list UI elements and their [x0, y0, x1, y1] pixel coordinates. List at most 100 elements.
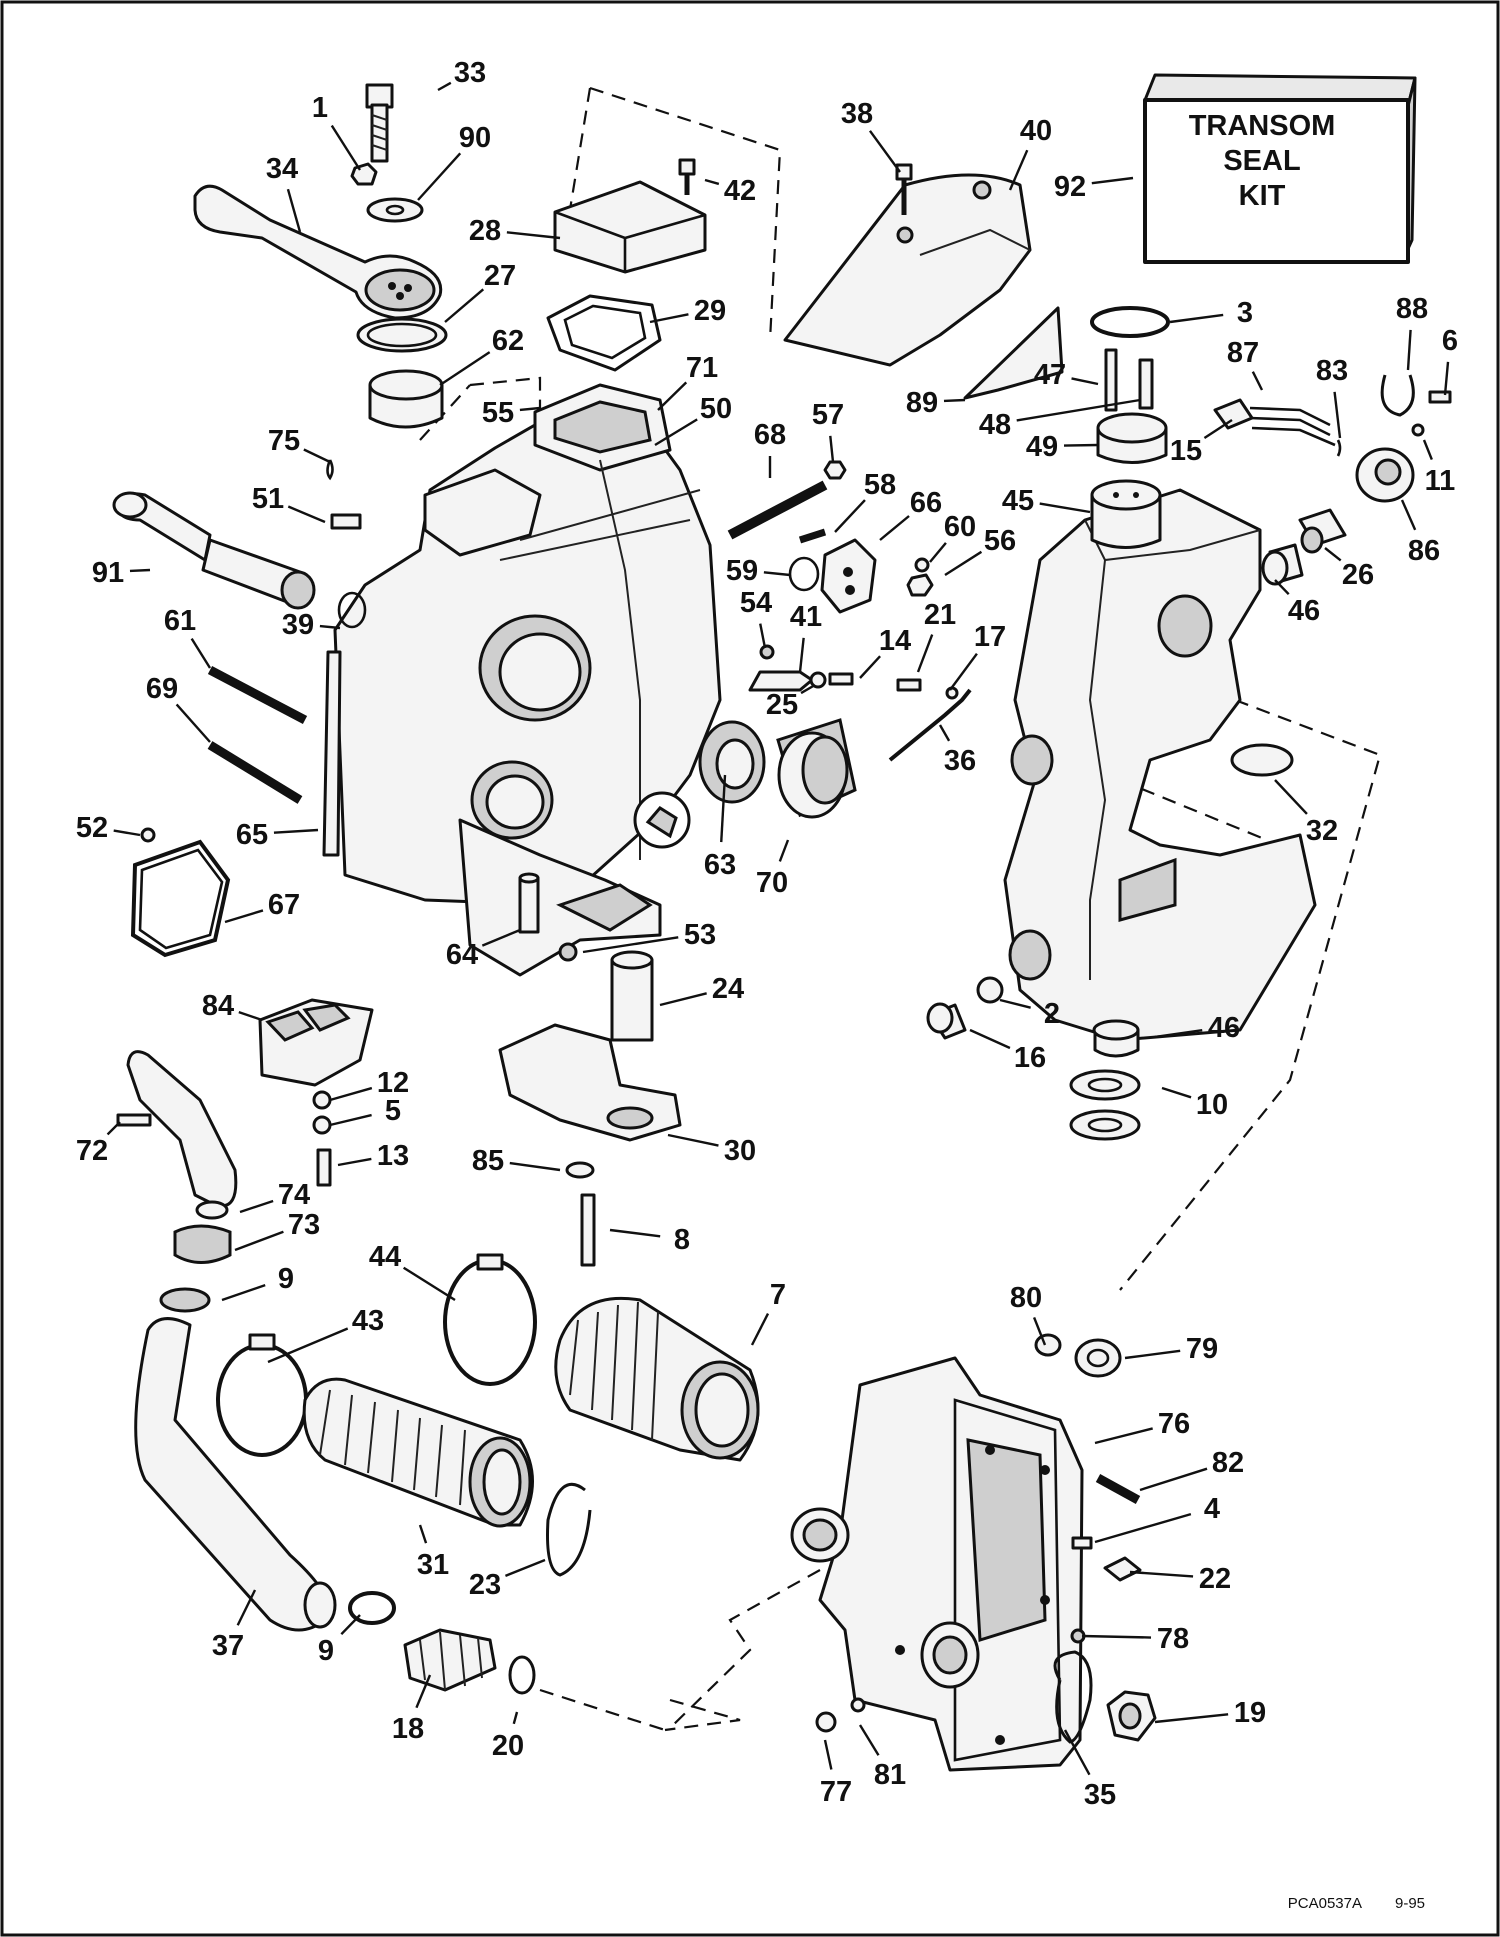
leader-line: [659, 992, 707, 1007]
callout-number: 73: [288, 1209, 320, 1241]
callout-number: 3: [1237, 297, 1253, 329]
callout-number: 84: [202, 990, 234, 1022]
leader-line: [1139, 1467, 1208, 1492]
callout-number: 38: [841, 98, 873, 130]
leader-line: [929, 542, 947, 563]
callout-number: 52: [76, 812, 108, 844]
leader-line: [481, 928, 521, 947]
leader-line: [879, 515, 910, 541]
callout-26: 26: [1324, 547, 1374, 591]
callout-number: 55: [482, 397, 514, 429]
callout-49: 49: [1026, 431, 1099, 463]
callout-number: 35: [1084, 1779, 1116, 1811]
top-cover-and-gasket: [546, 158, 707, 372]
callout-87: 87: [1227, 337, 1264, 391]
callout-number: 45: [1002, 485, 1034, 517]
callout-number: 27: [484, 260, 516, 292]
callout-number: 50: [700, 393, 732, 425]
callout-number: 9: [278, 1263, 294, 1295]
left-side-hardware: [112, 459, 367, 958]
leader-line: [1422, 439, 1433, 461]
leader-line: [319, 624, 341, 630]
leader-line: [823, 1739, 833, 1770]
callout-86: 86: [1400, 499, 1440, 567]
bell-housing: [790, 1356, 1084, 1772]
callout-number: 11: [1425, 465, 1456, 497]
callout-88: 88: [1396, 293, 1428, 371]
leader-line: [439, 351, 491, 387]
callout-80: 80: [1010, 1282, 1047, 1346]
leader-line: [969, 1028, 1011, 1050]
callout-number: 14: [879, 625, 911, 657]
leader-line: [509, 1161, 561, 1172]
callout-number: 2: [1044, 998, 1060, 1030]
callout-19: 19: [1154, 1697, 1266, 1729]
leader-line: [1154, 1028, 1203, 1039]
callout-number: 28: [469, 215, 501, 247]
callout-20: 20: [492, 1711, 524, 1762]
callout-28: 28: [469, 215, 561, 247]
callout-82: 82: [1139, 1447, 1244, 1492]
leader-line: [654, 418, 698, 447]
callout-number: 32: [1306, 815, 1338, 847]
callout-number: 49: [1026, 431, 1058, 463]
leader-line: [402, 1266, 456, 1302]
callout-number: 71: [686, 352, 718, 384]
leader-line: [238, 1010, 263, 1022]
leader-line: [1274, 579, 1290, 596]
callout-number: 1: [312, 92, 328, 124]
leader-line: [1274, 779, 1308, 815]
callout-42: 42: [704, 175, 756, 207]
callout-number: 13: [377, 1140, 409, 1172]
callout-12: 12: [329, 1067, 409, 1102]
leader-line: [444, 288, 485, 323]
callout-84: 84: [202, 990, 263, 1022]
callout-number: 40: [1020, 115, 1052, 147]
leader-line: [1094, 1427, 1153, 1445]
leader-line: [506, 231, 561, 240]
leader-line: [800, 683, 816, 695]
leader-line: [1161, 1086, 1192, 1099]
leader-line: [221, 1284, 266, 1302]
callout-29: 29: [649, 295, 726, 327]
leader-line: [916, 634, 934, 673]
callout-number: 54: [740, 587, 772, 619]
callout-16: 16: [969, 1028, 1046, 1074]
callout-number: 83: [1316, 355, 1348, 387]
callout-14: 14: [859, 625, 911, 679]
callout-66: 66: [879, 487, 942, 541]
leader-line: [1063, 443, 1099, 447]
leader-line: [750, 1313, 770, 1346]
callout-73: 73: [234, 1209, 320, 1252]
callout-number: 68: [754, 419, 786, 451]
callout-number: 82: [1212, 1447, 1244, 1479]
callout-39: 39: [282, 609, 341, 641]
callout-number: 48: [979, 409, 1011, 441]
callout-32: 32: [1274, 779, 1338, 847]
callout-number: 89: [906, 387, 938, 419]
right-middle-hardware: [926, 976, 1141, 1141]
callout-17: 17: [949, 621, 1006, 691]
callout-number: 79: [1186, 1333, 1218, 1365]
callout-4: 4: [1094, 1493, 1220, 1544]
callout-10: 10: [1161, 1086, 1228, 1121]
leader-line: [418, 1524, 428, 1544]
leader-line: [1333, 391, 1342, 439]
leader-line: [1129, 1570, 1194, 1578]
callout-number: 10: [1196, 1089, 1228, 1121]
callout-43: 43: [267, 1305, 384, 1364]
leader-line: [720, 774, 727, 843]
leader-line: [113, 829, 141, 837]
callout-77: 77: [820, 1739, 852, 1808]
callout-number: 20: [492, 1730, 524, 1762]
leader-line: [337, 1157, 372, 1167]
callout-62: 62: [439, 325, 524, 387]
callout-number: 33: [454, 57, 486, 89]
callout-9: 9: [318, 1614, 361, 1667]
callout-89: 89: [906, 387, 966, 419]
callout-5: 5: [329, 1095, 401, 1127]
callout-54: 54: [740, 587, 772, 649]
